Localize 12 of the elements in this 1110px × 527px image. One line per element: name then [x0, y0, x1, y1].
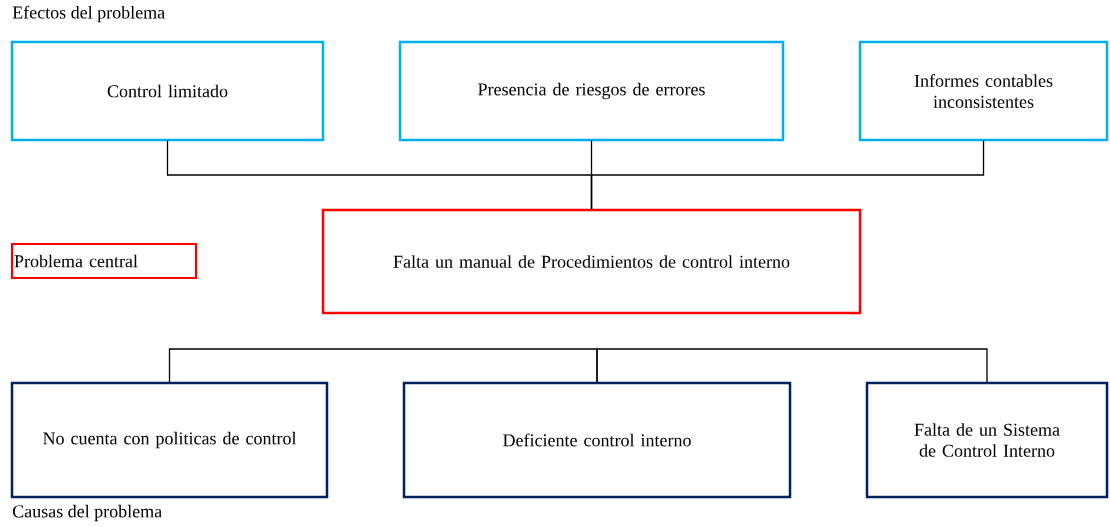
- problem-box: Falta de un Sistema de Control Interno: [865, 381, 1109, 499]
- connector-line: [168, 348, 598, 384]
- problem-box: Presencia de riesgos de errores: [398, 40, 785, 142]
- heading-text: Efectos del problema: [12, 5, 165, 23]
- label-box: Problema central: [10, 242, 198, 280]
- problem-box: Informes contables inconsistentes: [858, 40, 1109, 142]
- connector-line: [596, 348, 988, 384]
- problem-box: Falta un manual de Procedimientos de control interno: [321, 208, 862, 315]
- problem-box: Control limitado: [10, 40, 325, 142]
- connector-line: [590, 139, 985, 211]
- problem-box: Deficiente control interno: [402, 381, 792, 499]
- problem-box: No cuenta con politicas de control: [10, 381, 329, 499]
